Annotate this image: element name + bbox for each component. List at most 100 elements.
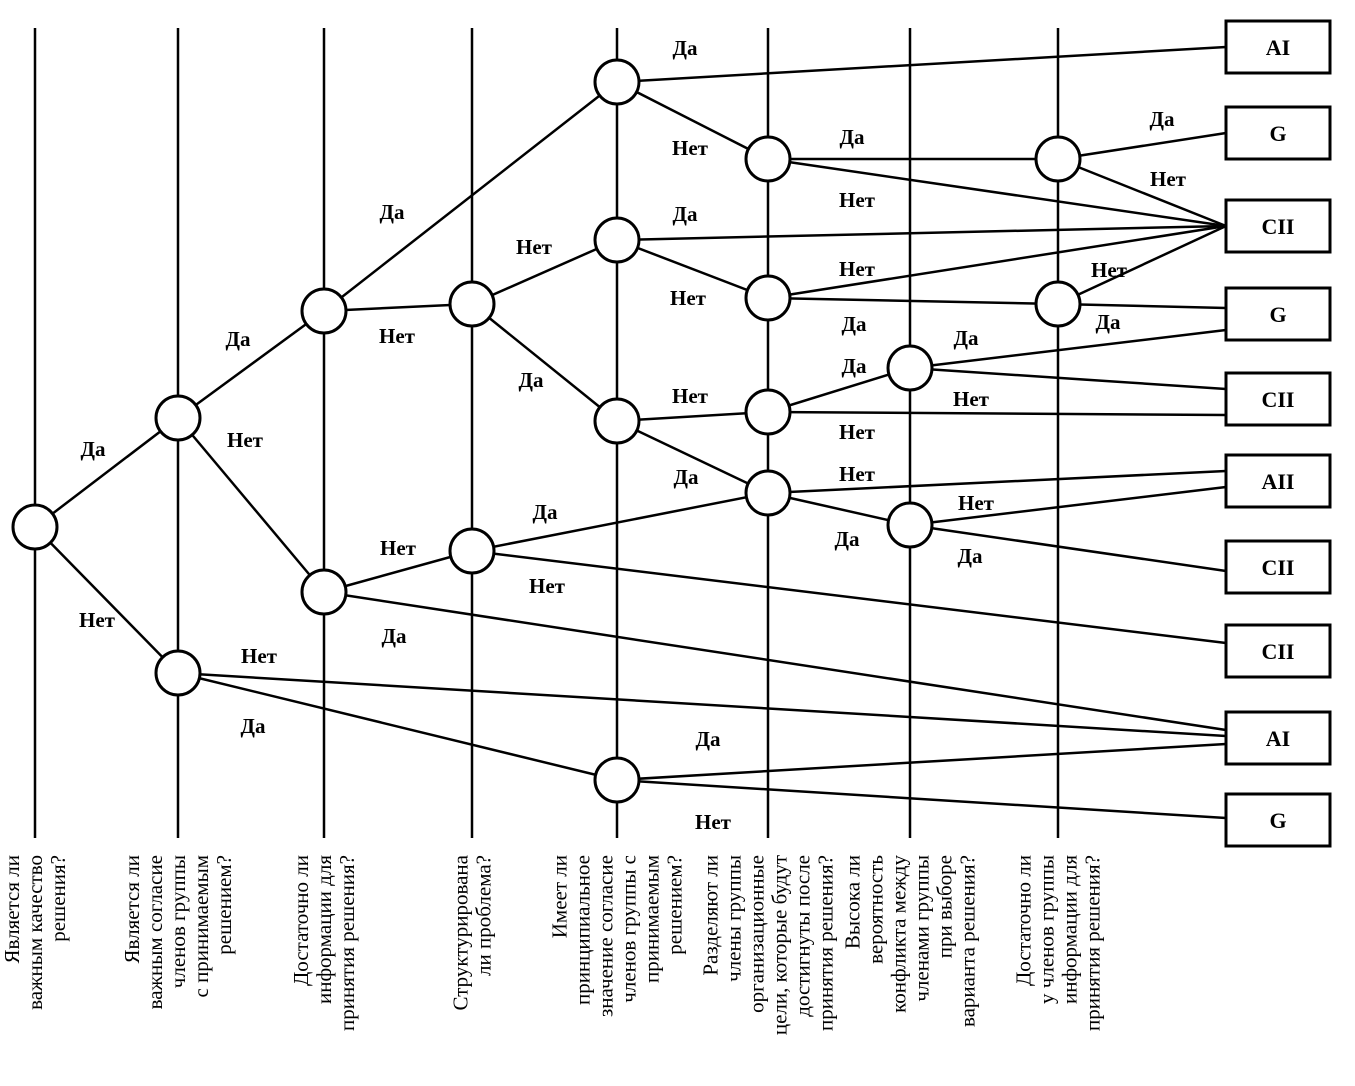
tree-edges — [34, 45, 1227, 820]
decision-node — [593, 397, 641, 445]
question-line: принципиальное — [571, 855, 595, 1005]
outcome-label: G — [1269, 808, 1286, 833]
edge-label-yes: Да — [835, 527, 860, 551]
edge-label-yes: Да — [519, 368, 544, 392]
question-line: при выборе — [933, 855, 957, 958]
question-line: Достаточно ли — [289, 855, 313, 986]
tree-edge — [616, 238, 769, 300]
tree-edge — [616, 410, 769, 423]
edge-label-no: Нет — [241, 644, 278, 668]
tree-edge — [323, 302, 473, 313]
question-line: членов группы — [166, 855, 190, 988]
outcome-box — [1224, 19, 1332, 75]
edge-label-no: Нет — [79, 608, 116, 632]
decision-node — [300, 287, 348, 335]
question-line: информации для — [312, 855, 336, 1004]
tree-edge — [767, 296, 1059, 306]
question-line: Структурирована — [449, 854, 473, 1010]
decision-node — [593, 756, 641, 804]
edge-label-yes: Да — [958, 544, 983, 568]
outcome-label: G — [1269, 121, 1286, 146]
question-line: ли проблема? — [472, 855, 496, 976]
tree-edge — [177, 309, 325, 420]
question-line: Разделяют ли — [699, 855, 723, 976]
question-line: конфликта между — [887, 855, 911, 1013]
question-line: Высока ли — [841, 855, 865, 949]
edge-label-no: Нет — [380, 536, 417, 560]
question-line: решением? — [663, 855, 687, 955]
tree-edge — [767, 410, 1227, 417]
outcome-label: CII — [1261, 555, 1294, 580]
question-line: у членов группы — [1035, 855, 1059, 1004]
edge-label-yes: Да — [81, 437, 106, 461]
outcome-box — [1224, 105, 1332, 161]
edge-label-yes: Да — [673, 202, 698, 226]
question-line: принятия решения? — [814, 855, 838, 1031]
question-line: решения? — [46, 855, 70, 942]
edge-label-yes: Да — [241, 714, 266, 738]
tree-edge — [323, 549, 473, 594]
outcome-label: CII — [1261, 387, 1294, 412]
decision-node — [154, 649, 202, 697]
decision-node — [886, 344, 934, 392]
decision-node — [11, 503, 59, 551]
edge-label-no: Нет — [695, 810, 732, 834]
edge-label-yes: Да — [382, 624, 407, 648]
question-line: Достаточно ли — [1012, 855, 1036, 986]
edge-label-yes: Да — [842, 354, 867, 378]
question-line: Является ли — [0, 855, 24, 964]
edge-label-no: Нет — [958, 491, 995, 515]
edge-label-yes: Да — [673, 36, 698, 60]
edge-label-no: Нет — [839, 420, 876, 444]
tree-edge — [1057, 224, 1227, 306]
outcome-box — [1224, 198, 1332, 254]
tree-edge — [34, 526, 179, 674]
tree-edge — [616, 419, 769, 495]
question-line: важным согласие — [143, 855, 167, 1009]
question-line: достигнуты после — [791, 855, 815, 1017]
outcome-box — [1224, 453, 1332, 509]
edge-label-no: Нет — [672, 136, 709, 160]
question-line: вероятность — [864, 855, 888, 964]
edge-label-no: Нет — [672, 384, 709, 408]
edge-label-no: Нет — [227, 428, 264, 452]
edge-label-yes: Да — [674, 465, 699, 489]
edge-label-yes: Да — [533, 500, 558, 524]
question-line: важным качество — [23, 855, 47, 1010]
question-line: членов группы с — [617, 855, 641, 1003]
decision-node — [448, 527, 496, 575]
edge-label-no: Нет — [1091, 258, 1128, 282]
outcome-box — [1224, 792, 1332, 848]
decision-node — [744, 135, 792, 183]
outcome-box — [1224, 539, 1332, 595]
outcome-label: G — [1269, 302, 1286, 327]
tree-edge — [323, 81, 618, 312]
tree-edge — [616, 224, 1227, 242]
question-line: членами группы — [910, 855, 934, 1002]
tree-edge — [909, 523, 1227, 573]
question-line: Является ли — [120, 855, 144, 964]
outcome-box — [1224, 710, 1332, 766]
tree-edge — [1057, 157, 1227, 228]
question-line: Имеет ли — [548, 855, 572, 938]
outcome-box — [1224, 286, 1332, 342]
tree-edge — [767, 157, 1227, 228]
outcome-label: AI — [1266, 726, 1290, 751]
edge-label-yes: Да — [380, 200, 405, 224]
edge-label-yes: Да — [954, 326, 979, 350]
edge-label-no: Нет — [839, 462, 876, 486]
decision-node — [593, 216, 641, 264]
question-line: решением? — [212, 855, 236, 955]
tree-edge — [909, 328, 1227, 370]
question-line: цели, которые будут — [768, 855, 792, 1035]
edge-label-yes: Да — [226, 327, 251, 351]
decision-node — [886, 501, 934, 549]
decision-node — [1034, 135, 1082, 183]
